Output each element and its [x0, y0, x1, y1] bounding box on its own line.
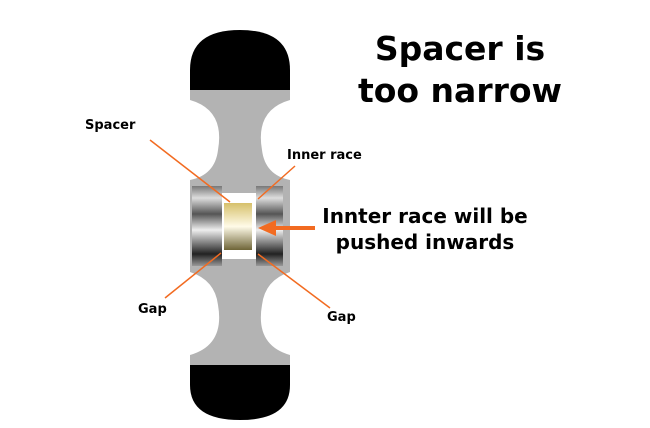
note: Innter race will be pushed inwards [310, 203, 540, 255]
leader-lines [149, 139, 331, 309]
title-line-2: too narrow [357, 71, 563, 110]
wheel-bottom-cap [190, 365, 290, 420]
note-line-2: pushed inwards [335, 230, 515, 254]
label-inner-race: Inner race [287, 148, 362, 163]
title-line-1: Spacer is [374, 29, 546, 68]
note-line-1: Innter race will be [322, 204, 528, 228]
wheel-top-cap [190, 30, 290, 90]
label-spacer: Spacer [85, 118, 136, 133]
bearing-left [192, 186, 222, 266]
spacer [224, 203, 252, 250]
label-gap-left: Gap [138, 302, 167, 317]
label-gap-right: Gap [327, 310, 356, 325]
title: Spacer is too narrow [330, 28, 590, 112]
